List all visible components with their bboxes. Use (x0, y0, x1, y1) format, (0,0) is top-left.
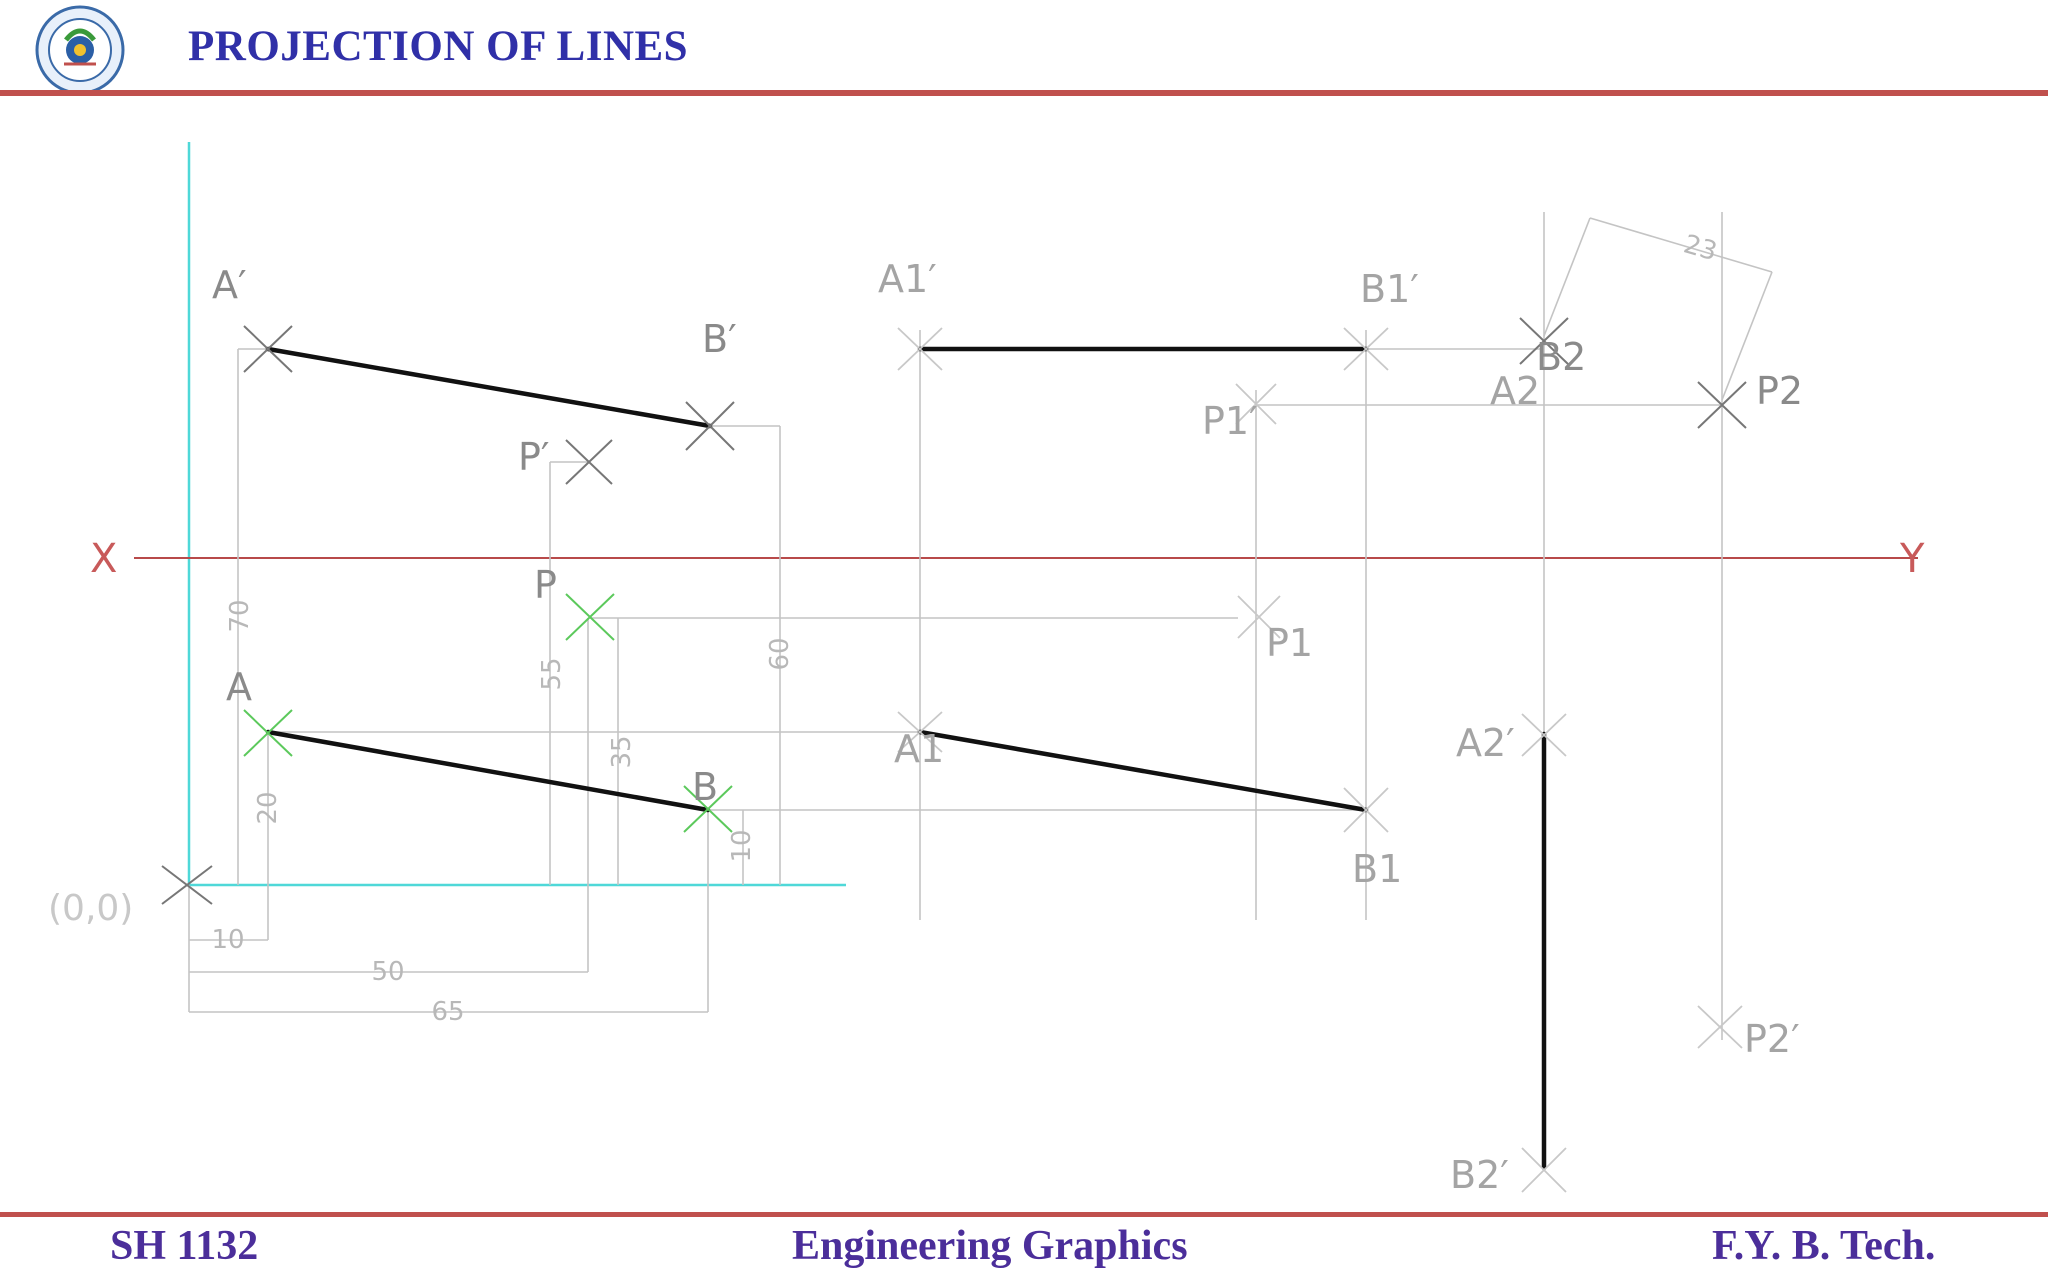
label-p2-prime: P2′ (1744, 1017, 1800, 1061)
label-b1: B1 (1352, 847, 1402, 891)
label-p2: P2 (1756, 369, 1803, 413)
construction-lines (188, 212, 1773, 1170)
dimension-50: 50 (371, 957, 404, 987)
point-b-prime-marker (685, 401, 735, 451)
point-p-prime-marker (565, 439, 613, 485)
label-p1: P1 (1266, 621, 1313, 665)
dimension-65: 65 (431, 997, 464, 1027)
label-a-prime: A′ (212, 263, 247, 307)
logo-seal-icon (35, 5, 125, 95)
dimension-10-horizontal: 10 (211, 925, 244, 955)
label-b-prime: B′ (702, 317, 737, 361)
dimension-20: 20 (253, 791, 283, 824)
label-b: B (692, 765, 718, 809)
institute-logo (34, 4, 126, 96)
header-rule (0, 90, 2048, 96)
point-p2-marker (1697, 381, 1747, 429)
line-top-view-ab (265, 729, 711, 813)
label-x: X (90, 536, 117, 582)
label-a1-prime: A1′ (878, 257, 937, 301)
label-p1-prime: P1′ (1202, 399, 1258, 443)
point-b2-marker (1519, 317, 1569, 365)
point-p-marker (565, 593, 615, 641)
point-b1-prime-marker (1343, 327, 1389, 371)
point-b2-prime-marker (1521, 1147, 1567, 1193)
point-p1-prime-marker (1235, 383, 1277, 425)
label-b1-prime: B1′ (1360, 267, 1419, 311)
label-p: P (534, 563, 557, 607)
line-top-view-a1b1 (917, 729, 1369, 813)
dimension-10-vertical: 10 (727, 829, 757, 862)
origin-marker (161, 865, 213, 905)
label-a: A (226, 665, 252, 709)
label-b2-prime: B2′ (1450, 1153, 1509, 1197)
label-a2: A2 (1490, 369, 1540, 413)
dimension-55: 55 (537, 657, 567, 690)
footer-course-code: SH 1132 (110, 1223, 259, 1269)
label-a1: A1 (894, 727, 944, 771)
point-a1-marker (897, 711, 943, 753)
point-p1-marker (1237, 595, 1281, 639)
footer-rule (0, 1212, 2048, 1217)
point-b1-marker (1343, 787, 1389, 833)
point-a1-prime-marker (897, 327, 943, 371)
point-b-marker (683, 785, 733, 833)
dimension-60: 60 (765, 637, 795, 670)
dimension-35: 35 (607, 735, 637, 768)
label-a2-prime: A2′ (1456, 721, 1515, 765)
point-p2-prime-marker (1697, 1005, 1743, 1049)
dimension-70: 70 (225, 599, 255, 632)
line-front-view-ab (265, 346, 713, 429)
label-y: Y (1899, 536, 1925, 582)
page-title: PROJECTION OF LINES (188, 23, 689, 70)
point-a-marker (243, 709, 293, 757)
footer-subject: Engineering Graphics (792, 1223, 1188, 1269)
dimension-23: 23 (1680, 229, 1720, 267)
point-a2-prime-marker (1521, 713, 1567, 757)
footer-class: F.Y. B. Tech. (1712, 1223, 1936, 1269)
point-a-prime-marker (243, 325, 293, 373)
label-origin: (0,0) (48, 888, 133, 929)
label-b2: B2 (1536, 335, 1586, 379)
label-p-prime: P′ (518, 435, 550, 479)
